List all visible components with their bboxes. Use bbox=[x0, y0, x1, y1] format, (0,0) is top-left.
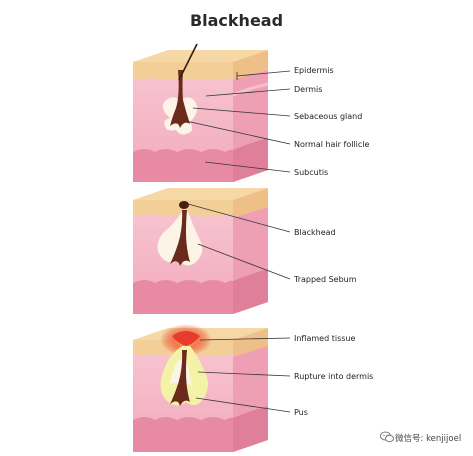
label-inflamed-tissue: Inflamed tissue bbox=[294, 334, 356, 343]
diagram-title: Blackhead bbox=[189, 11, 284, 30]
label-pus: Pus bbox=[294, 408, 308, 417]
label-subcutis: Subcutis bbox=[294, 168, 329, 177]
inflamed-skin-block bbox=[133, 324, 268, 452]
blackhead-skin-block bbox=[133, 188, 268, 314]
normal-skin-block bbox=[133, 43, 269, 182]
label-trapped-sebum: Trapped Sebum bbox=[294, 275, 357, 284]
blackhead-plug bbox=[179, 201, 189, 209]
wechat-icon bbox=[380, 431, 394, 443]
hair-follicle-shape bbox=[170, 70, 190, 128]
label-epidermis: Epidermis bbox=[294, 66, 334, 75]
watermark-text: 微信号: kenjijoel bbox=[395, 434, 462, 444]
label-blackhead: Blackhead bbox=[294, 228, 336, 237]
label-rupture: Rupture into dermis bbox=[294, 372, 374, 381]
label-sebaceous-gland: Sebaceous gland bbox=[294, 112, 363, 121]
label-hair-follicle: Normal hair follicle bbox=[294, 140, 370, 149]
leader-lines bbox=[185, 70, 291, 413]
label-dermis: Dermis bbox=[294, 85, 323, 94]
hair-shaft bbox=[178, 43, 198, 81]
